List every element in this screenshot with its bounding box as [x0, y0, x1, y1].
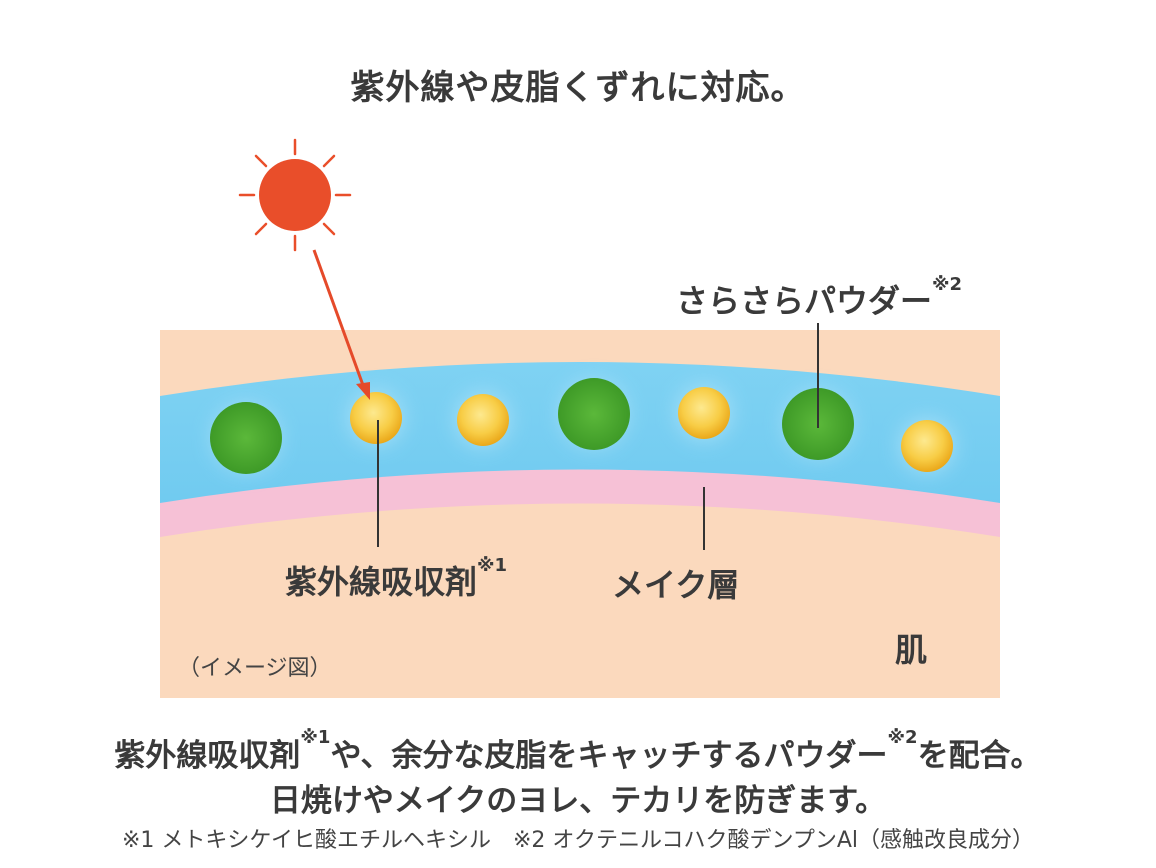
uv-absorber-particle	[457, 394, 509, 446]
uv-absorber-label: 紫外線吸収剤※1	[285, 555, 508, 601]
makeup-layer-label: メイク層	[612, 566, 740, 604]
powder-particle	[210, 402, 282, 474]
description-line-1: 紫外線吸収剤※1や、余分な皮脂をキャッチするパウダー※2を配合。	[114, 727, 1042, 774]
powder-label: さらさらパウダー※2	[676, 274, 963, 320]
sun-icon	[238, 138, 352, 252]
powder-particle	[558, 378, 630, 450]
description-line-2: 日焼けやメイクのヨレ、テカリを防ぎます。	[269, 783, 887, 819]
uv-ray-arrow	[312, 249, 370, 400]
uv-absorber-particle	[901, 420, 953, 472]
uv-absorber-particle	[678, 387, 730, 439]
footnote: ※1 メトキシケイヒ酸エチルヘキシル ※2 オクテニルコハク酸デンプンAl（感触…	[121, 828, 1035, 853]
page-title: 紫外線や皮脂くずれに対応。	[350, 68, 806, 108]
image-caption: （イメージ図）	[178, 656, 332, 681]
uv-absorber-particle	[350, 392, 402, 444]
skin-label: 肌	[895, 631, 928, 669]
